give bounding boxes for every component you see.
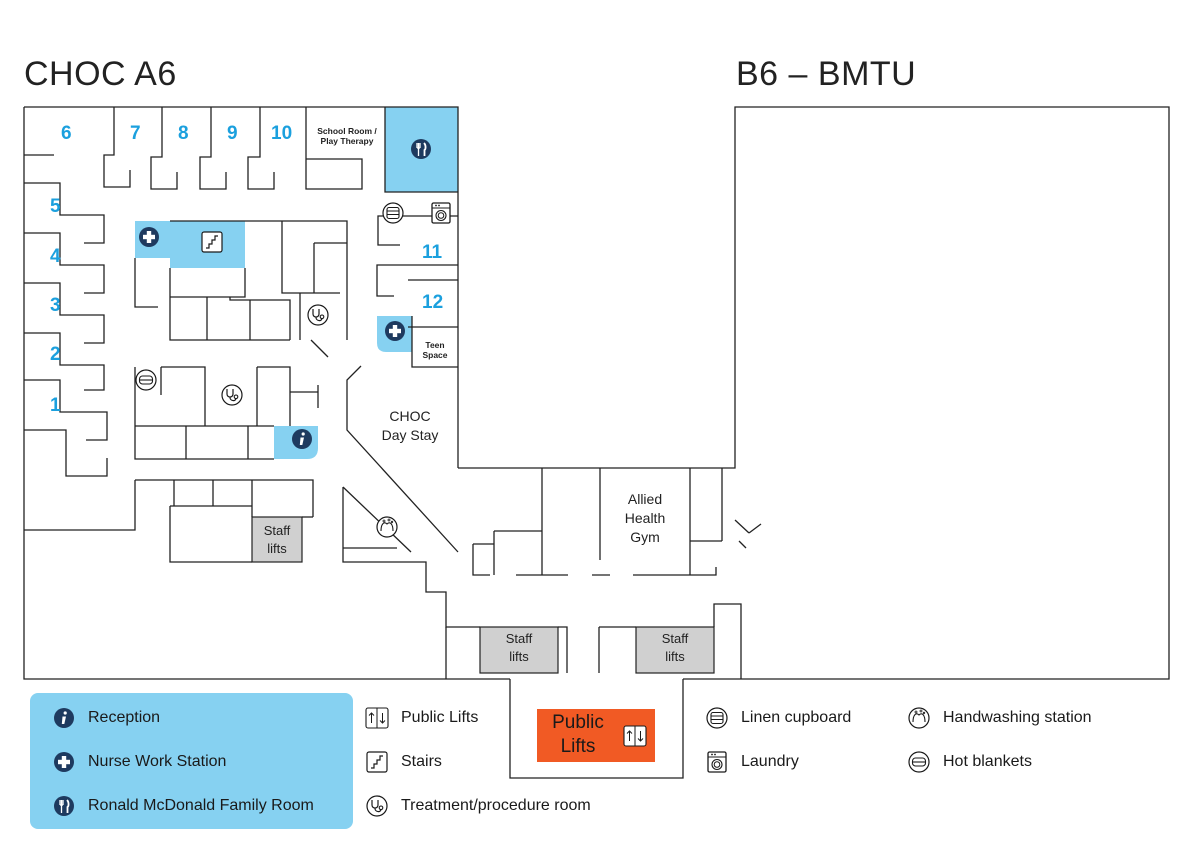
room-number-8: 8 [178, 123, 189, 144]
room-number-1: 1 [50, 395, 61, 416]
legend-treatment: Treatment/procedure room [365, 794, 591, 818]
room-number-3: 3 [50, 295, 61, 316]
legend-nurse-station-label: Nurse Work Station [88, 753, 227, 770]
stethoscope-icon [366, 795, 388, 817]
teen-space-label: Teen Space [422, 340, 448, 360]
info-icon [54, 708, 74, 728]
linen-stack-icon [706, 707, 728, 729]
room-number-11: 11 [422, 242, 443, 263]
legend-stairs-label: Stairs [401, 753, 442, 770]
legend-family-room-label: Ronald McDonald Family Room [88, 797, 314, 814]
public-lifts-arrows-icon [623, 725, 647, 747]
room-number-10: 10 [271, 123, 293, 144]
room-number-4: 4 [50, 246, 61, 267]
legend-handwashing-label: Handwashing station [943, 709, 1092, 726]
public-lifts-label: Public Lifts [552, 712, 604, 757]
stairs-map-icon [201, 231, 223, 253]
legend-nurse-station: Nurse Work Station [52, 750, 226, 774]
fork-knife-icon [53, 795, 75, 817]
school-room-label: School Room / Play Therapy [317, 126, 377, 146]
staff-lifts-label-3: Staff lifts [661, 631, 689, 664]
nurse-station-plus-icon-2 [385, 321, 405, 341]
legend-reception: Reception [52, 706, 160, 730]
allied-health-gym-label: Allied Health Gym [624, 491, 666, 545]
legend-linen: Linen cupboard [705, 706, 851, 730]
legend-laundry: Laundry [705, 750, 799, 774]
b6-bmtu-title: B6 – BMTU [736, 55, 917, 93]
staff-lift-shafts [251, 516, 715, 674]
room-number-12: 12 [422, 292, 444, 313]
stairs-icon [366, 751, 388, 773]
family-room-fork-knife-icon [410, 138, 432, 160]
legend-handwashing: Handwashing station [907, 706, 1092, 730]
washing-machine-icon [707, 751, 727, 773]
handwashing-map-icon [376, 516, 398, 538]
legend-highlight-panel [30, 693, 353, 829]
room-number-5: 5 [50, 196, 61, 217]
up-down-arrows-icon [365, 707, 389, 729]
room-number-9: 9 [227, 123, 238, 144]
legend-stairs: Stairs [365, 750, 442, 774]
legend-public-lifts-label: Public Lifts [401, 709, 479, 726]
legend-reception-label: Reception [88, 709, 161, 726]
treatment-stethoscope-icon-1 [307, 304, 329, 326]
reception-info-icon [292, 429, 312, 449]
legend-hot-blankets-label: Hot blankets [943, 753, 1032, 770]
staff-lifts-label-1: Staff lifts [263, 523, 291, 556]
linen-cupboard-map-icon [382, 202, 404, 224]
room-number-7: 7 [130, 123, 141, 144]
choc-day-stay-label: CHOC Day Stay [381, 408, 439, 443]
legend-family-room: Ronald McDonald Family Room [52, 794, 314, 818]
staff-lifts-label-2: Staff lifts [505, 631, 533, 664]
hands-washing-icon [908, 707, 930, 729]
legend-hot-blankets: Hot blankets [907, 750, 1032, 774]
public-lifts-block: Public Lifts [537, 709, 655, 762]
legend-linen-label: Linen cupboard [741, 709, 852, 726]
treatment-stethoscope-icon-2 [221, 384, 243, 406]
hot-blankets-map-icon [135, 369, 157, 391]
legend-treatment-label: Treatment/procedure room [401, 797, 591, 814]
room-number-6: 6 [61, 123, 72, 144]
blanket-icon [908, 751, 930, 773]
nurse-station-plus-icon-1 [139, 227, 159, 247]
walls [23, 106, 1170, 779]
legend-public-lifts: Public Lifts [365, 706, 478, 730]
legend-laundry-label: Laundry [741, 753, 799, 770]
laundry-map-icon [431, 202, 451, 224]
choc-a6-title: CHOC A6 [24, 55, 177, 93]
plus-cross-icon [54, 752, 74, 772]
room-number-2: 2 [50, 344, 61, 365]
